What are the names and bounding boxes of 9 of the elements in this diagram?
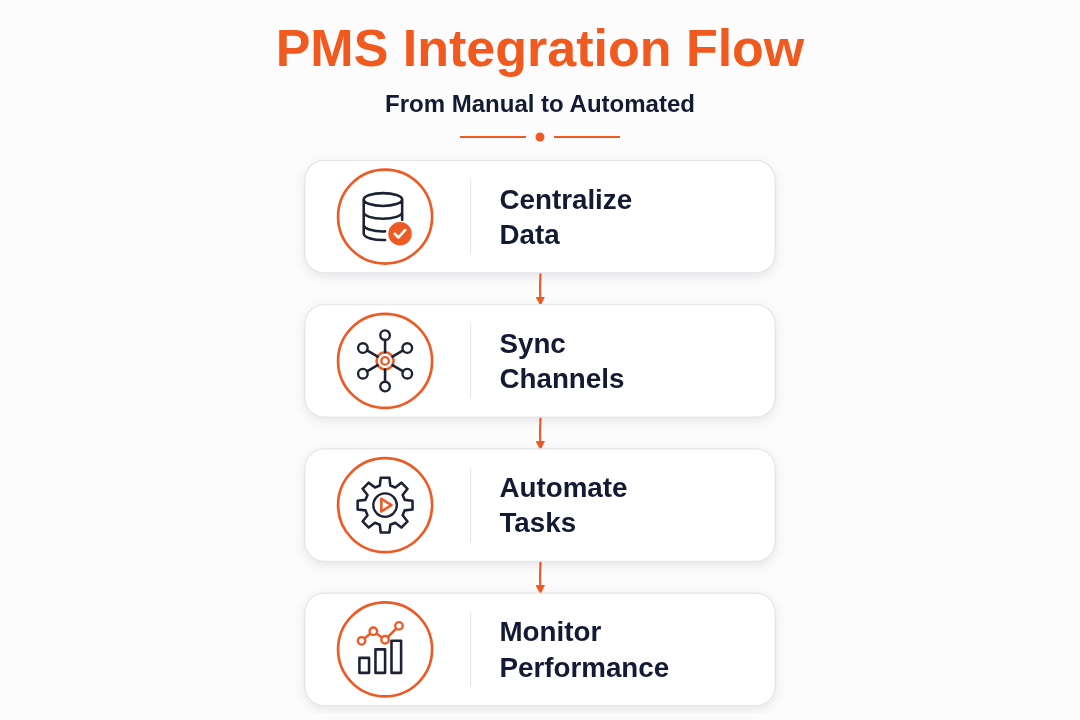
diagram-title: PMS Integration Flow xyxy=(275,18,805,78)
node-text: Centralize Data xyxy=(499,182,633,250)
node-label: Sync Channels xyxy=(499,327,625,394)
arrow xyxy=(535,561,545,595)
arrow xyxy=(535,273,545,306)
node-label: Automate Tasks xyxy=(499,471,628,539)
node-text: Monitor Performance xyxy=(499,615,670,683)
arrow xyxy=(535,417,545,450)
subtitle: From Manual to Automated xyxy=(385,90,695,118)
